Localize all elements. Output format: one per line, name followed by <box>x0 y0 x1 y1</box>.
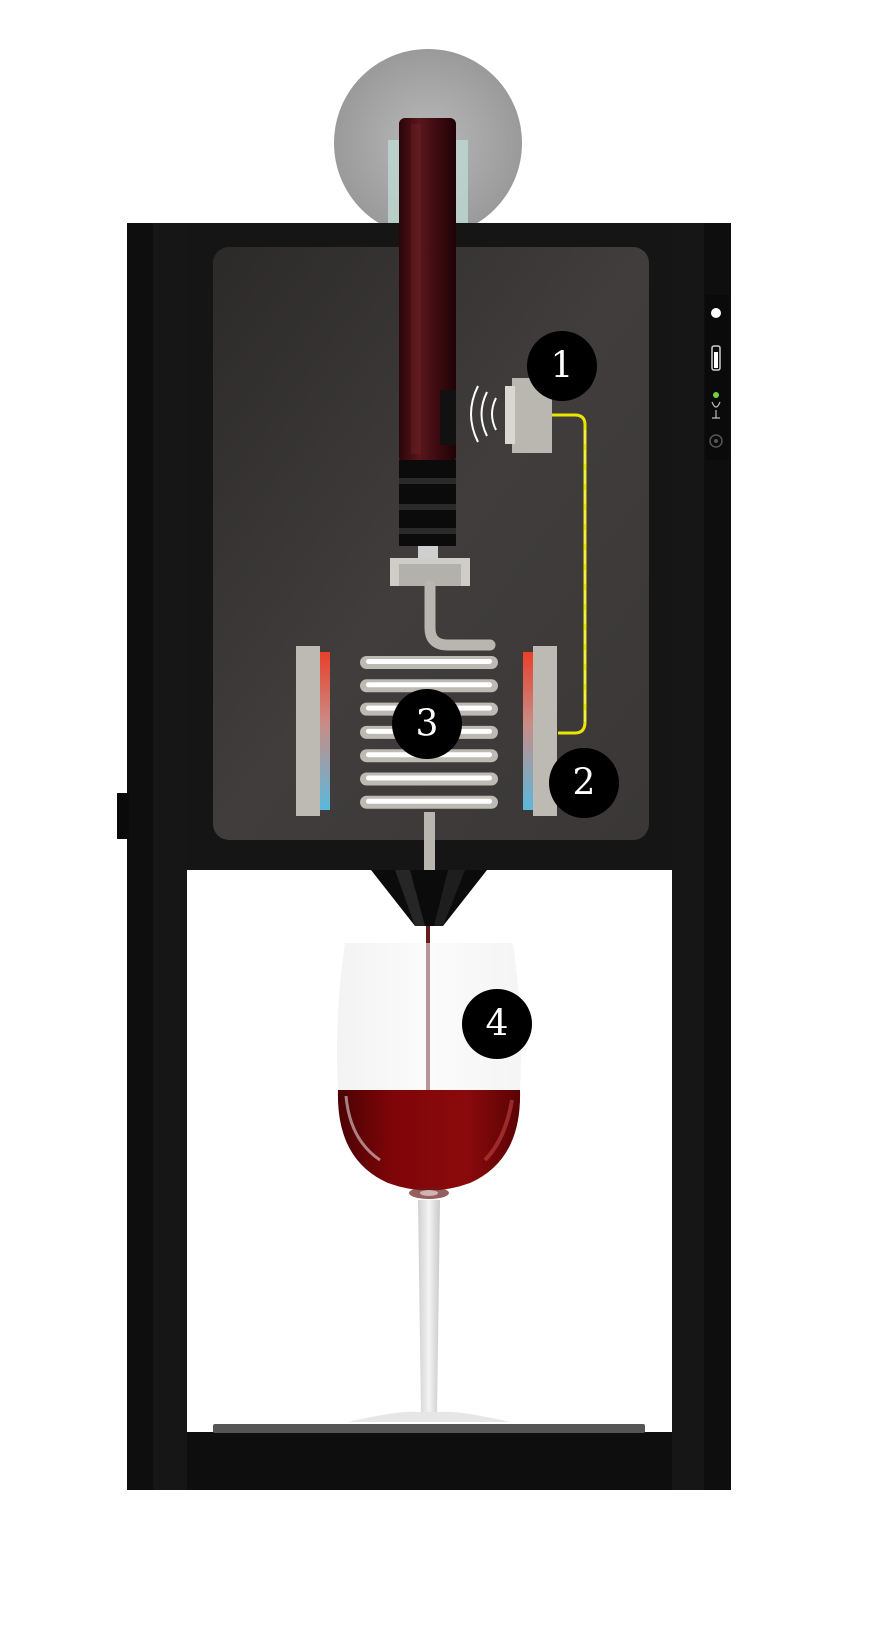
marker-3-label: 3 <box>416 704 439 745</box>
marker-2-label: 2 <box>573 763 596 804</box>
drip-tray <box>213 1424 645 1433</box>
coil-loop-highlight <box>366 682 492 688</box>
marker-4: 4 <box>462 989 532 1059</box>
bottle-status-icon <box>711 345 721 371</box>
side-control-panel <box>705 295 729 460</box>
marker-3: 3 <box>392 689 462 759</box>
coil-loop-highlight <box>366 775 492 781</box>
marker-1: 1 <box>527 331 597 401</box>
pour-nozzle <box>371 870 487 926</box>
glass-stem <box>418 1200 440 1415</box>
wine-glass-status-icon <box>711 401 721 419</box>
wine-capsule <box>390 118 470 586</box>
signal-waves-icon <box>470 385 497 443</box>
dial-icon[interactable] <box>709 434 723 448</box>
side-latch <box>117 793 129 839</box>
coil-loop-highlight <box>366 659 492 664</box>
wine-glass <box>336 943 522 1422</box>
marker-4-label: 4 <box>486 1004 509 1045</box>
wine-fill <box>337 1090 521 1191</box>
status-led <box>713 392 719 398</box>
thermoelectric-plate-left <box>296 646 330 816</box>
marker-2: 2 <box>549 748 619 818</box>
coil-loop-highlight <box>366 798 492 804</box>
marker-1-label: 1 <box>551 346 574 387</box>
feed-pipe <box>424 580 496 651</box>
outlet-pipe <box>424 812 435 872</box>
power-button-icon[interactable] <box>711 308 721 318</box>
glass-foot <box>348 1411 510 1422</box>
